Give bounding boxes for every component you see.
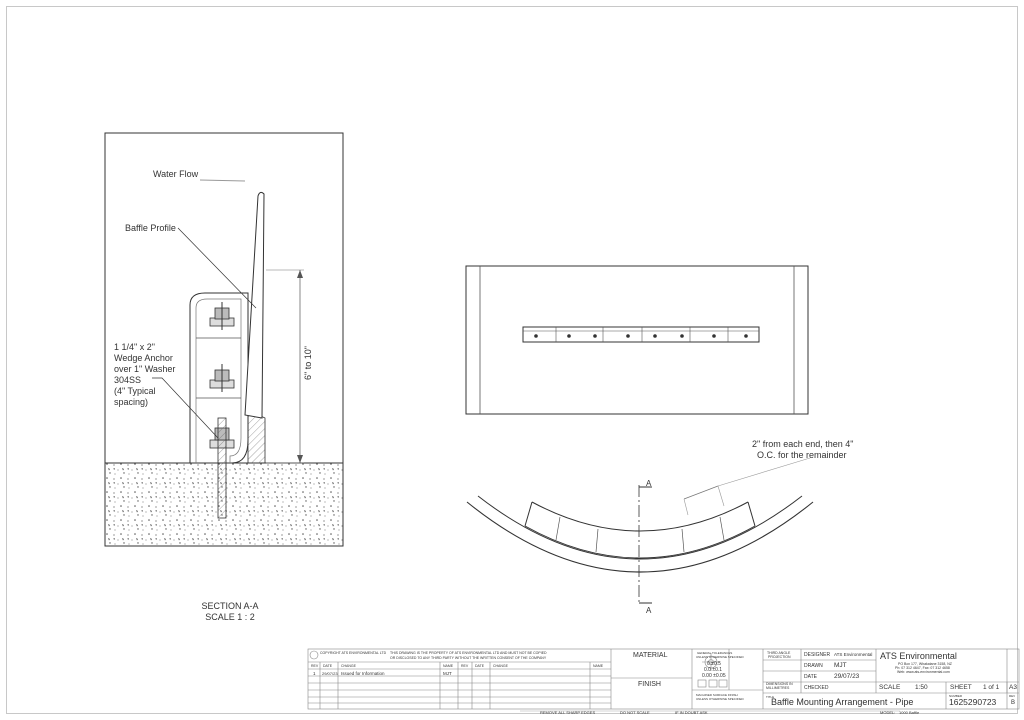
surface-finish-line-1: MACHINED SURFACE FINISH xyxy=(696,693,738,697)
model-value: 1000 Baffle xyxy=(899,710,920,715)
anchor-note-line-1: 1 1/4" x 2" xyxy=(114,342,155,352)
tolerance-3: 0.00 ±0.05 xyxy=(702,673,726,679)
company-address-line-1: PO Box 177, Whakatane 3158, NZ xyxy=(898,662,952,666)
drawn-value: MJT xyxy=(834,662,847,669)
tolerance-2: 0.0 ±0.1 xyxy=(704,667,723,673)
anchor-note-line-6: spacing) xyxy=(114,397,148,407)
anchor-note-line-4: 304SS xyxy=(114,375,141,385)
anchor-bolt-middle xyxy=(209,364,235,392)
designer-label: DESIGNER xyxy=(804,652,831,658)
section-title: SECTION A-A xyxy=(201,601,258,611)
drawing-number: 1625290723 xyxy=(949,697,997,707)
sheet-size: A3 xyxy=(1009,684,1017,691)
finish-label: FINISH xyxy=(638,681,661,688)
copyright-text-line-2: OR DISCLOSED TO ANY THIRD PARTY WITHOUT … xyxy=(390,656,547,660)
section-view: Water Flow Baffle Profile 1 1/4" x 2" We… xyxy=(104,132,344,622)
number-label: NUMBER xyxy=(949,694,963,698)
drawing-title: Baffle Mounting Arrangement - Pipe xyxy=(771,697,914,707)
checked-label: CHECKED xyxy=(804,685,829,691)
rev-row-date: 29/07/23 xyxy=(322,671,338,676)
scale-value: 1:50 xyxy=(915,684,928,691)
title-block-grid xyxy=(307,648,1020,710)
tolerance-1: 0 ±0.5 xyxy=(707,661,721,667)
company-address-line-2: Ph: 07 312 4647, Fax: 07 312 4658 xyxy=(895,666,950,670)
scale-label: SCALE xyxy=(879,684,901,691)
rev-header-date: DATE xyxy=(323,664,333,668)
projection-line-2: PROJECTION xyxy=(768,655,791,659)
spacing-note-line-1: 2" from each end, then 4" xyxy=(752,439,853,449)
rev-header-rev: REV xyxy=(311,664,319,668)
model-label: MODEL: xyxy=(880,710,896,715)
rev-value: B xyxy=(1011,700,1016,706)
copyright-text-line-1: THIS DRAWING IS THE PROPERTY OF ATS ENVI… xyxy=(390,651,547,655)
dimensions-line-2: MILLIMETRES xyxy=(766,686,790,690)
anchor-bolt-top xyxy=(209,302,235,330)
anchor-note-line-2: Wedge Anchor xyxy=(114,353,173,363)
footer-do-not-scale: DO NOT SCALE xyxy=(620,710,650,715)
company-name: ATS Environmental xyxy=(880,651,957,661)
rev-header-change: CHANGE xyxy=(341,664,356,668)
anchor-bolt-bottom xyxy=(209,417,235,519)
section-marker-top: A xyxy=(646,479,652,488)
projection-line-1: THIRD ANGLE xyxy=(767,651,791,655)
sheet-label: SHEET xyxy=(950,684,972,691)
rev-header-date-2: DATE xyxy=(475,664,485,668)
rev-header-name-2: NAME xyxy=(593,664,604,668)
tolerances-title-line-2: UNLESS OTHERWISE SPECIFIED xyxy=(696,655,744,659)
rev-header-rev-2: REV xyxy=(461,664,469,668)
footer-remove-sharp-edges: REMOVE ALL SHARP EDGES xyxy=(540,710,596,715)
anchor-note-line-3: over 1" Washer xyxy=(114,364,175,374)
rev-row-name: MJT xyxy=(443,671,452,676)
section-scale: SCALE 1 : 2 xyxy=(205,612,255,622)
tolerances-title-line-1: GENERAL TOLERANCES xyxy=(697,651,733,655)
height-dimension-label: 6" to 10" xyxy=(303,346,313,380)
spacing-note-line-2: O.C. for the remainder xyxy=(757,450,847,460)
rev-header-name: NAME xyxy=(443,664,454,668)
end-view: A A 2" from each end, then 4" O.C. for t… xyxy=(466,439,853,615)
dimensions-line-1: DIMENSIONS IN xyxy=(766,682,793,686)
rev-label: REV xyxy=(1009,694,1016,698)
material-label: MATERIAL xyxy=(633,652,668,659)
rev-header-change-2: CHANGE xyxy=(493,664,508,668)
company-address-line-3: Web: www.ats-environmental.com xyxy=(897,670,950,674)
footer-if-in-doubt: IF IN DOUBT ASK xyxy=(675,710,708,715)
rev-row-rev: 1 xyxy=(313,671,316,676)
water-flow-label: Water Flow xyxy=(153,169,199,179)
date-value: 29/07/23 xyxy=(834,673,860,680)
section-marker-bottom: A xyxy=(646,606,652,615)
baffle-profile-label: Baffle Profile xyxy=(125,223,176,233)
copyright-owner: COPYRIGHT ATS ENVIRONMENTAL LTD xyxy=(320,651,387,655)
sheet-value: 1 of 1 xyxy=(983,684,1000,691)
top-view xyxy=(465,265,809,415)
surface-finish-line-2: UNLESS OTHERWISE SPECIFIED xyxy=(696,697,744,701)
title-label: TITLE xyxy=(766,695,775,699)
designer-value: ATS Environmental xyxy=(834,652,873,657)
date-label: DATE xyxy=(804,674,817,680)
drawn-label: DRAWN xyxy=(804,663,823,669)
drawing-sheet xyxy=(6,6,1018,714)
anchor-note-line-5: (4" Typical xyxy=(114,386,156,396)
rev-row-change: Issued for Information xyxy=(341,671,385,676)
